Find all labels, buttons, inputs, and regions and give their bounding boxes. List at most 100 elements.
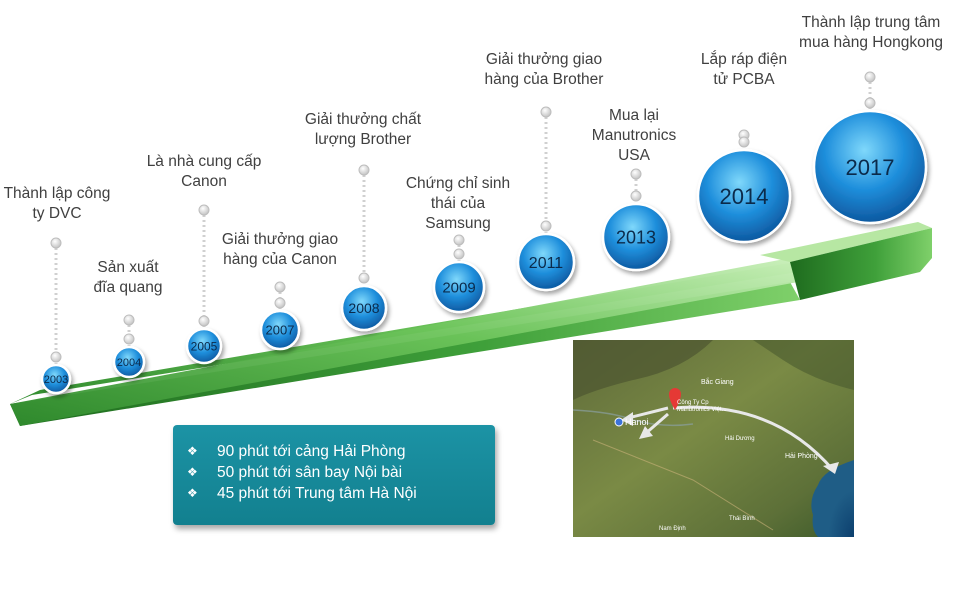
info-item: ❖90 phút tới cảng Hải Phòng [187, 443, 406, 460]
connector-bead [540, 220, 552, 232]
map-label-hai-duong: Hải Dương [725, 436, 755, 442]
map-label-hai-phong: Hải Phòng [785, 453, 818, 460]
milestone-label-line: Sản xuất [97, 259, 159, 276]
connector-bead [198, 315, 210, 327]
connector-bead [50, 237, 62, 249]
diamond-bullet-icon: ❖ [187, 465, 198, 479]
map-label-thai-binh: Thái Bình [729, 516, 755, 522]
milestone-label-line: Là nhà cung cấp [146, 153, 262, 170]
milestone-circle-2008 [340, 284, 388, 332]
milestone-circle-2005 [185, 327, 223, 365]
arrow-head-front [790, 228, 932, 300]
milestone-year: 2005 [191, 339, 218, 353]
connector-bead [123, 314, 135, 326]
diamond-bullet-icon: ❖ [187, 486, 198, 500]
milestone-label-line: Samsung [425, 215, 491, 232]
route-arrow-to-hanoi [627, 406, 669, 420]
milestone-label-line: thái của [430, 195, 486, 212]
connector-bead [453, 234, 465, 246]
milestone-year: 2007 [266, 323, 295, 338]
milestone-year: 2014 [720, 184, 769, 209]
milestone-circle-2017 [812, 109, 928, 225]
arrow-top-face [10, 250, 820, 404]
connector-lines [50, 71, 876, 365]
milestone-label-2008: Giải thưởng chất lượng Brother [298, 110, 428, 150]
arrow-head-top [760, 222, 932, 262]
milestone-year: 2009 [442, 279, 475, 296]
milestone-label-line: USA [618, 147, 650, 164]
connector-bead [50, 351, 62, 363]
milestone-label-line: Thành lập trung tâm [801, 14, 941, 31]
milestone-circle-2009 [432, 260, 486, 314]
connector-bead [358, 272, 370, 284]
milestone-circles: 2003 2004 2005 2007 2008 2009 2011 2013 2014 2017 [40, 109, 928, 395]
milestone-circle-2003 [40, 363, 72, 395]
connector-bead [358, 164, 370, 176]
sea-area [811, 460, 854, 537]
milestone-label-2007: Giải thưởng giao hàng của Canon [215, 230, 345, 270]
milestone-label-2017: Thành lập trung tâm mua hàng Hongkong [795, 13, 947, 53]
milestone-label-line: ty DVC [32, 205, 82, 222]
milestone-year: 2004 [117, 357, 141, 369]
milestone-year: 2013 [616, 227, 656, 247]
connector-bead [198, 204, 210, 216]
milestone-circle-2004 [112, 345, 146, 379]
milestone-label-line: Mua lại [609, 107, 659, 124]
arrowhead-icon [639, 426, 653, 439]
milestone-year: 2011 [529, 255, 564, 272]
milestone-label-line: mua hàng Hongkong [799, 34, 943, 51]
map-label-hanoi: Hanoi [625, 417, 649, 427]
milestone-label-line: lượng Brother [314, 131, 412, 148]
milestone-label-line: hàng của Canon [223, 251, 337, 268]
milestone-label-2011: Giải thưởng giao hàng của Brother [476, 50, 612, 90]
info-item: ❖50 phút tới sân bay Nội bài [187, 464, 403, 481]
milestone-circle-2013 [601, 202, 671, 272]
road [592, 439, 774, 531]
growth-arrow [10, 222, 932, 426]
milestone-label-line: hàng của Brother [484, 71, 604, 88]
route-arrow-to-airport [644, 412, 669, 436]
mountain-shading [753, 340, 854, 390]
map-label-bac-giang: Bắc Giang [701, 377, 734, 386]
connector-bead [274, 297, 286, 309]
diamond-bullet-icon: ❖ [187, 444, 198, 458]
milestone-label-line: Giải thưởng chất [304, 111, 422, 128]
arrowhead-icon [823, 462, 839, 474]
connector-bead [738, 136, 750, 148]
connector-bead [630, 190, 642, 202]
connector-bead [453, 248, 465, 260]
arrowhead-icon [621, 412, 633, 426]
milestone-label-2014: Lắp ráp điện tử PCBA [694, 50, 794, 90]
milestone-label-line: Lắp ráp điện [700, 51, 788, 68]
hanoi-marker-icon [614, 417, 624, 427]
milestone-label-line: Chứng chỉ sinh [405, 175, 511, 192]
connector-bead [630, 168, 642, 180]
map-label-nam-dinh: Nam Định [659, 526, 686, 532]
connector-bead [864, 97, 876, 109]
milestone-circle-2014 [696, 148, 792, 244]
milestone-label-line: Canon [181, 173, 227, 190]
milestone-circle-2011 [516, 232, 576, 292]
milestone-circle-2007 [259, 309, 301, 351]
milestone-label-line: tử PCBA [713, 71, 775, 88]
milestone-year: 2017 [846, 155, 895, 180]
connector-bead [274, 281, 286, 293]
milestone-label-line: Giải thưởng giao [485, 51, 603, 68]
info-item: ❖45 phút tới Trung tâm Hà Nội [187, 485, 417, 502]
connector-bead [864, 71, 876, 83]
mountain-shading [573, 340, 713, 400]
route-arrow-to-haiphong [672, 405, 835, 471]
milestone-year: 2008 [348, 300, 379, 316]
arrow-body [10, 258, 798, 426]
milestone-year: 2003 [44, 374, 68, 386]
milestone-label-line: Manutronics [591, 127, 677, 144]
connector-bead [540, 106, 552, 118]
milestone-label-line: Giải thưởng giao [221, 231, 339, 248]
